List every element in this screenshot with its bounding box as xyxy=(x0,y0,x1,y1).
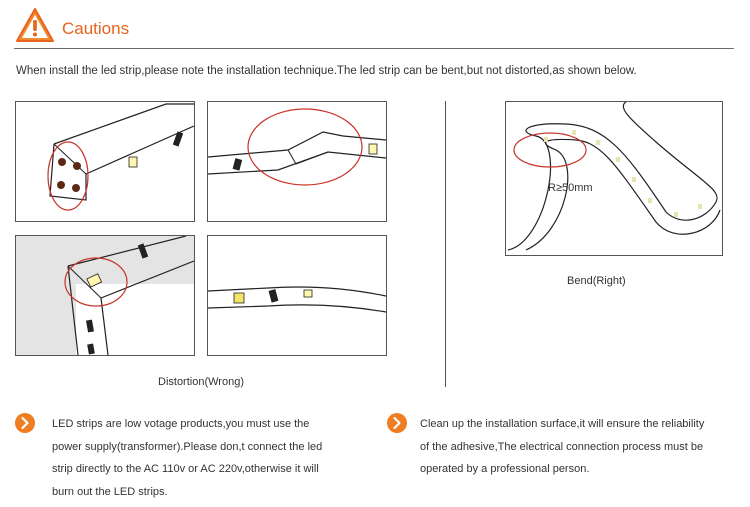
note-line: of the adhesive,The electrical connectio… xyxy=(420,440,704,453)
figure-wavy-strip xyxy=(207,235,387,356)
note-line: strip directly to the AC 110v or AC 220v… xyxy=(52,463,319,475)
figure-correct-bend: R≥50mm xyxy=(505,101,723,256)
chevron-right-circle-icon xyxy=(15,413,35,433)
figure-corner-fold xyxy=(15,235,195,356)
figure-divider xyxy=(445,101,446,387)
note-line: LED strips are low votage products,you m… xyxy=(52,418,310,430)
wrong-caption: Distortion(Wrong) xyxy=(158,376,244,388)
warning-triangle-icon xyxy=(15,7,55,43)
note-power-supply: LED strips are low votage products,you m… xyxy=(52,413,322,503)
note-line: operated by a professional person. xyxy=(420,463,590,475)
note-line: power supply(transformer).Please don,t c… xyxy=(52,440,323,453)
note-installation-surface: Clean up the installation surface,it wil… xyxy=(420,413,704,481)
figure-twisted-mid-strip xyxy=(207,101,387,222)
radius-label: R≥50mm xyxy=(548,182,593,194)
note-line: Clean up the installation surface,it wil… xyxy=(420,418,705,430)
intro-text: When install the led strip,please note t… xyxy=(16,65,637,77)
page-title: Cautions xyxy=(62,19,130,38)
header-divider xyxy=(14,48,734,49)
figure-twisted-strip-end xyxy=(15,101,195,222)
note-line: burn out the LED strips. xyxy=(52,485,168,498)
chevron-right-circle-icon xyxy=(387,413,407,433)
right-caption: Bend(Right) xyxy=(567,275,626,287)
